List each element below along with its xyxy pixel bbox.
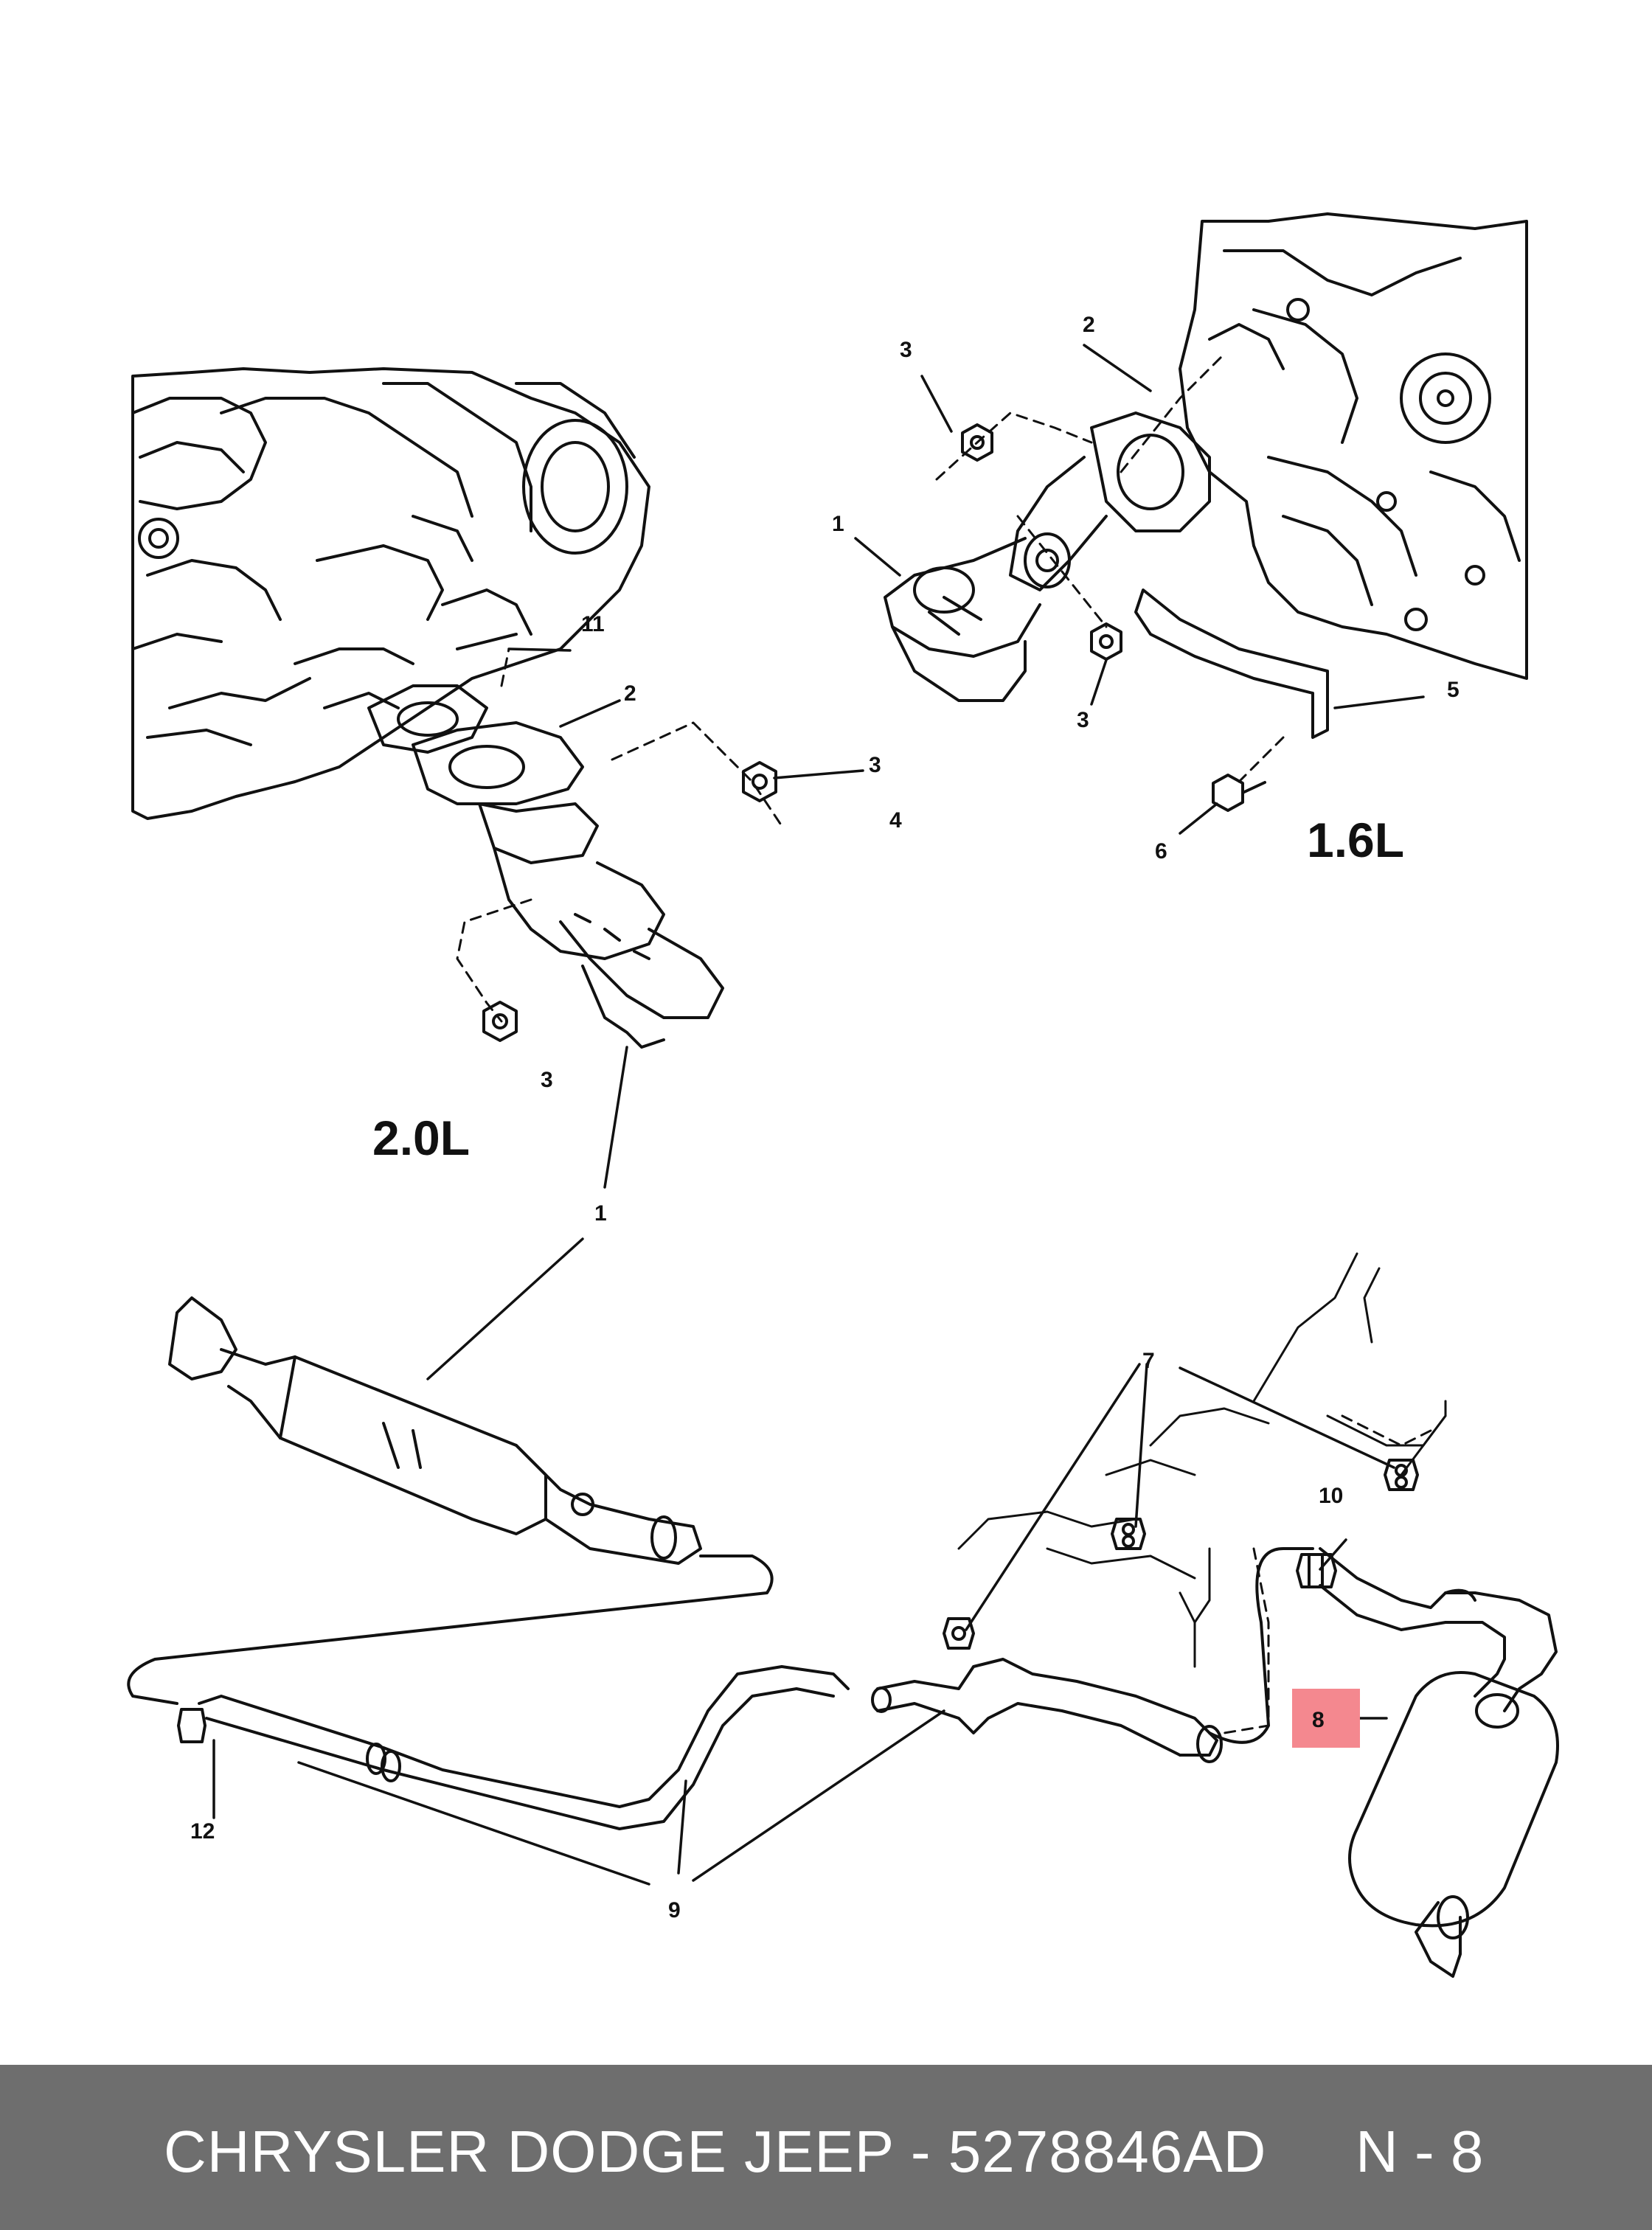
clamp-10 xyxy=(1296,1553,1337,1588)
engine-2-0l-drawing xyxy=(131,367,650,820)
callout-1-right: 1 xyxy=(832,512,844,536)
nut-1-6l-upper xyxy=(961,423,993,462)
callout-2-left: 2 xyxy=(624,681,636,706)
bracket-1-6l-drawing xyxy=(1134,588,1329,739)
callout-labels: 11 2 3 4 3 1 3 2 1 3 5 6 7 10 8 12 9 2.0… xyxy=(190,313,1460,1922)
nut-1-6l-lower xyxy=(1090,622,1122,661)
intermediate-pipe-drawing xyxy=(127,1547,1314,1830)
callout-1-left: 1 xyxy=(594,1201,607,1226)
callout-2-right: 2 xyxy=(1083,313,1095,337)
engine-label-1-6l: 1.6L xyxy=(1307,813,1404,867)
underbody-dashed-lines xyxy=(1223,1414,1432,1734)
callout-9: 9 xyxy=(668,1898,681,1922)
callout-12: 12 xyxy=(190,1819,215,1844)
muffler-tailpipe-drawing xyxy=(1319,1547,1559,1978)
engine-label-2-0l: 2.0L xyxy=(372,1111,470,1165)
bolt-1-6l xyxy=(1212,774,1266,812)
nut-2-0l-lower xyxy=(482,1001,518,1042)
converter-2-0l-drawing xyxy=(367,684,724,1049)
highlight-part-8 xyxy=(1292,1689,1360,1748)
catalytic-converter-pipe-drawing xyxy=(168,1296,702,1565)
callout-3-right-upper: 3 xyxy=(900,338,912,362)
engine-1-6l-drawing xyxy=(1179,212,1528,680)
nut-2-0l-upper xyxy=(742,761,777,802)
clamp-12 xyxy=(177,1708,206,1743)
callout-10: 10 xyxy=(1319,1484,1343,1508)
callout-8: 8 xyxy=(1312,1708,1325,1732)
converter-1-6l-drawing xyxy=(884,411,1211,702)
callout-6: 6 xyxy=(1155,839,1167,864)
callout-11: 11 xyxy=(581,612,605,636)
exhaust-system-diagram: 11 2 3 4 3 1 3 2 1 3 5 6 7 10 8 12 9 2.0… xyxy=(127,212,1559,1978)
footer-bar: CHRYSLER DODGE JEEP - 5278846AD N - 8 xyxy=(0,2065,1652,2230)
callout-3-left-upper: 3 xyxy=(869,753,881,777)
hanger-left xyxy=(943,1617,975,1650)
assembly-dashed-lines xyxy=(456,352,1285,1023)
callout-7: 7 xyxy=(1142,1349,1155,1373)
footer-part-number: CHRYSLER DODGE JEEP - 5278846AD xyxy=(164,2119,1267,2184)
callout-5: 5 xyxy=(1447,678,1460,702)
callout-3-right-lower: 3 xyxy=(1077,708,1089,732)
callout-4: 4 xyxy=(889,808,902,833)
underbody-drawing xyxy=(957,1252,1447,1668)
hanger-middle xyxy=(1111,1518,1146,1550)
footer-diagram-code: N - 8 xyxy=(1356,2119,1484,2184)
hanger-right xyxy=(1384,1459,1419,1491)
callout-3-left-lower: 3 xyxy=(541,1068,553,1092)
